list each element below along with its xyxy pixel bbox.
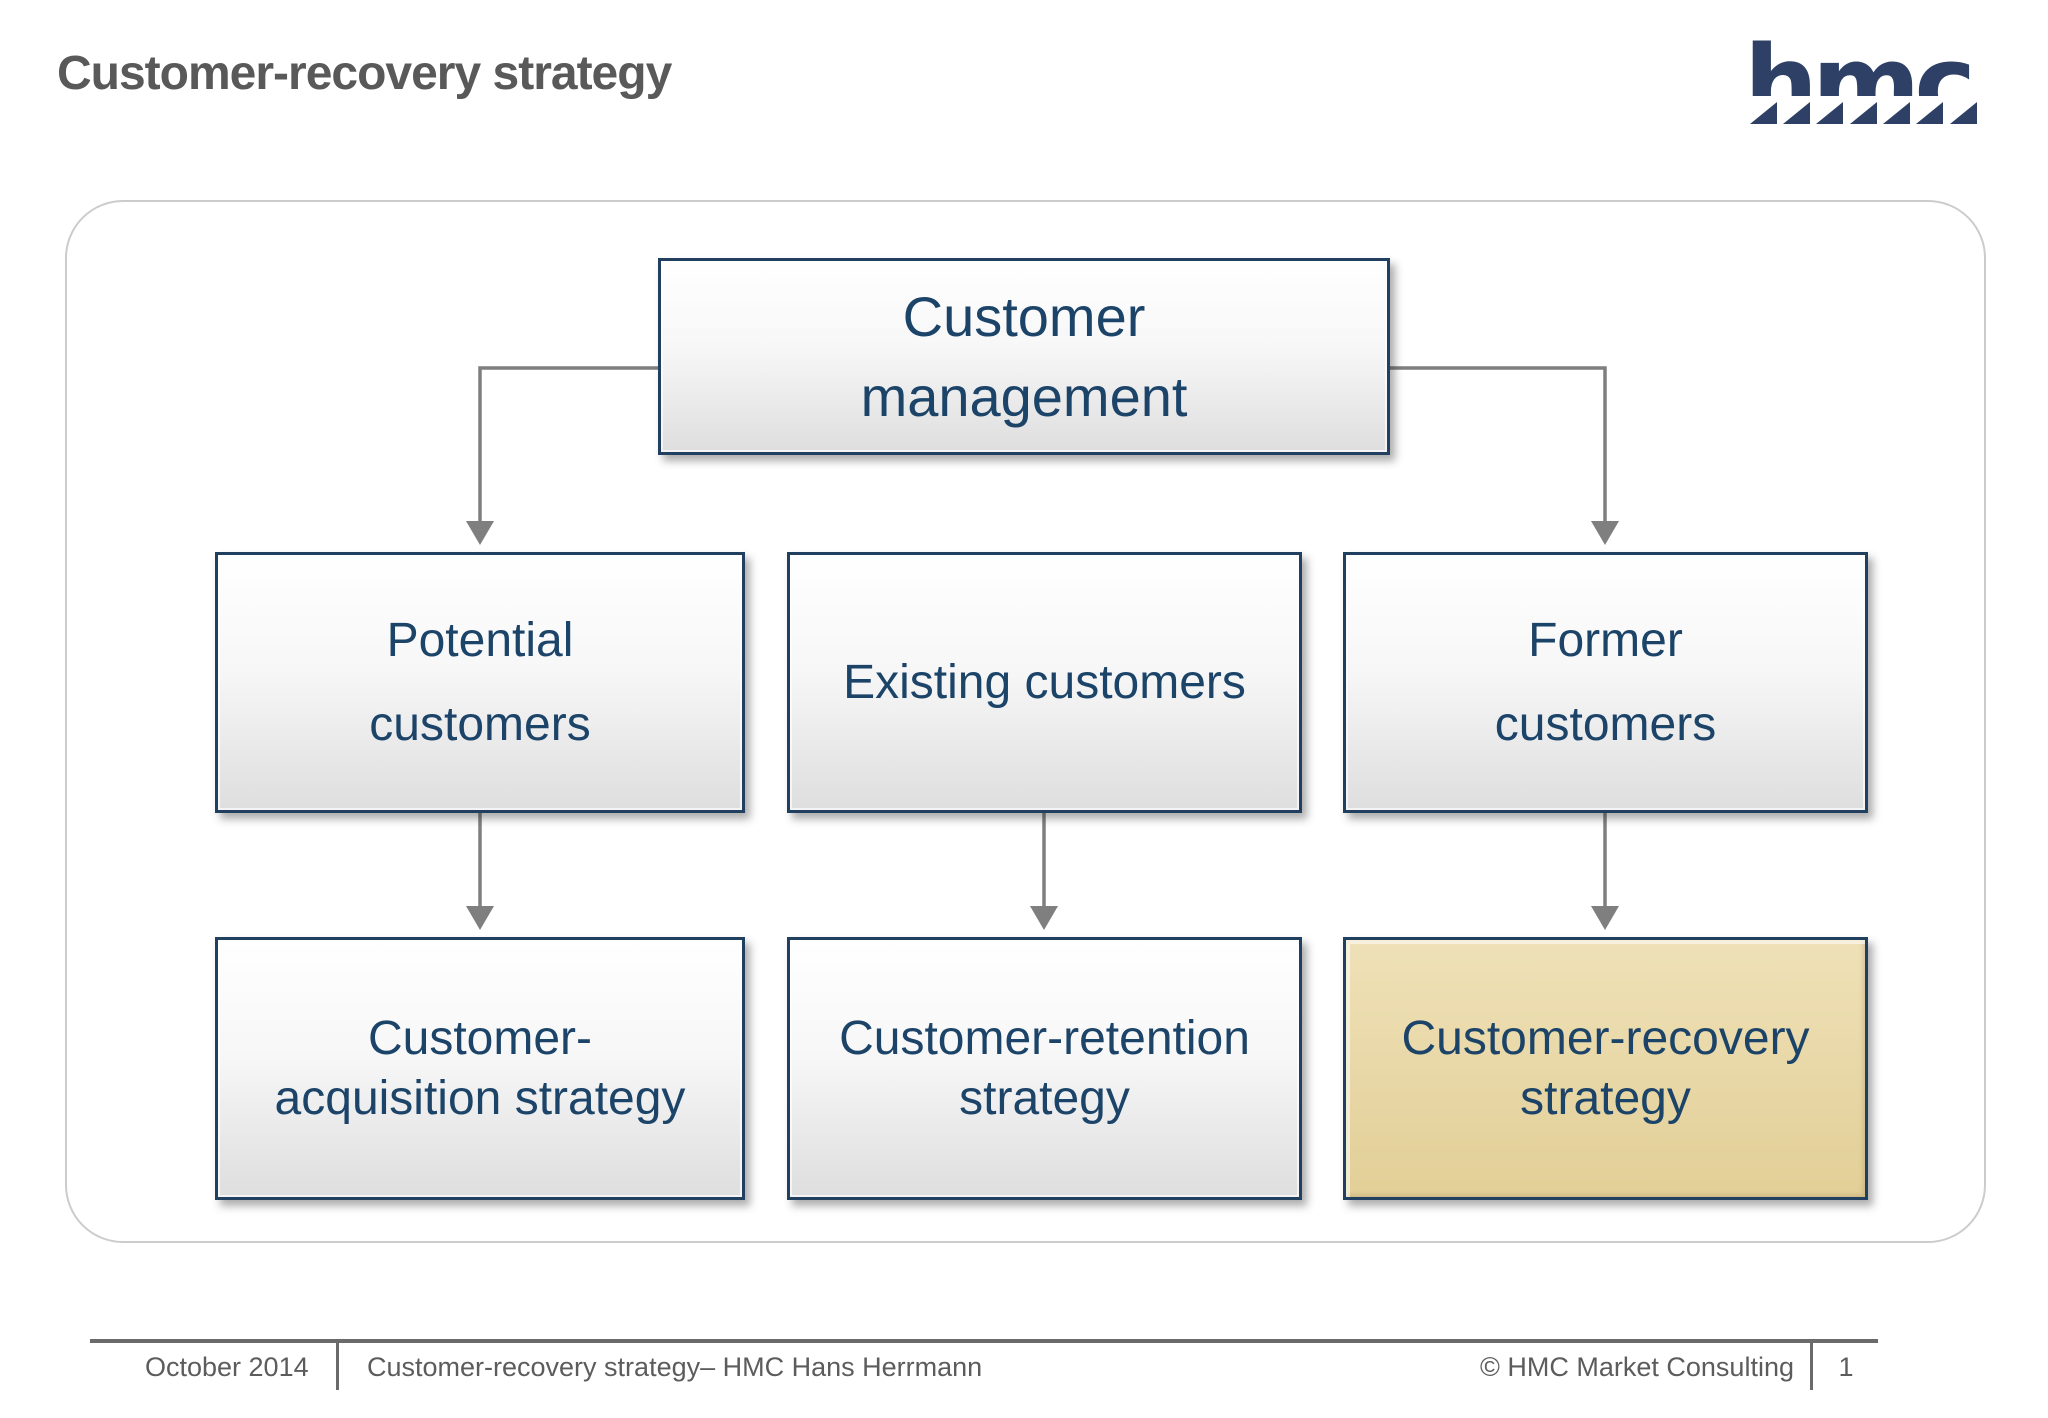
- node-label: Former customers: [1494, 613, 1717, 751]
- node-label: Customer management: [860, 284, 1188, 428]
- logo-text: hmc: [1746, 26, 1970, 128]
- node-customer-management: Customer management: [658, 258, 1390, 455]
- hmc-logo: hmc: [1746, 26, 1977, 128]
- footer-doc-title: Customer-recovery strategy– HMC Hans Her…: [367, 1352, 983, 1382]
- node-label: Existing customers: [843, 655, 1246, 709]
- node-label: Customer- acquisition strategy: [274, 1011, 686, 1125]
- node-label: Customer-retention strategy: [839, 1011, 1250, 1125]
- node-customer-acquisition-strategy: Customer- acquisition strategy: [215, 937, 745, 1200]
- footer-copyright: © HMC Market Consulting: [1480, 1352, 1794, 1382]
- node-existing-customers: Existing customers: [787, 552, 1302, 813]
- node-potential-customers: Potential customers: [215, 552, 745, 813]
- node-former-customers: Former customers: [1343, 552, 1868, 813]
- node-label: Potential customers: [369, 613, 591, 751]
- footer-page-number: 1: [1838, 1352, 1854, 1382]
- logo-serration: [1750, 102, 1977, 124]
- footer-rule: [90, 1339, 1878, 1343]
- node-label: Customer-recovery strategy: [1401, 1011, 1810, 1125]
- footer-date: October 2014: [145, 1352, 309, 1382]
- page-title: Customer-recovery strategy: [57, 47, 672, 100]
- footer-divider-right: [1810, 1341, 1813, 1390]
- footer-divider-left: [336, 1341, 339, 1390]
- node-customer-retention-strategy: Customer-retention strategy: [787, 937, 1302, 1200]
- node-customer-recovery-strategy: Customer-recovery strategy: [1343, 937, 1868, 1200]
